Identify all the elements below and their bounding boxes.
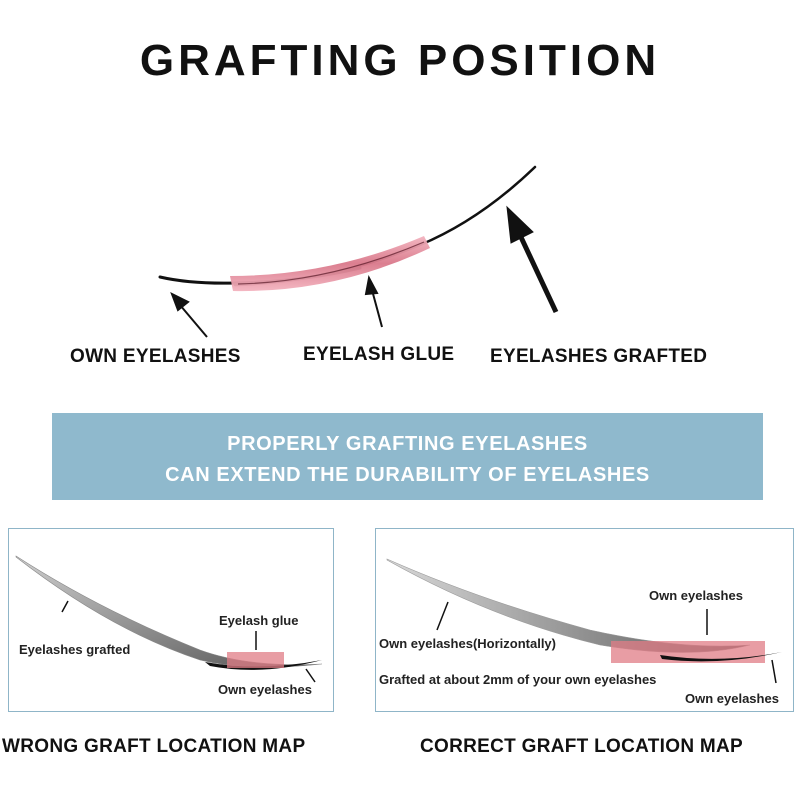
arrow-glue xyxy=(364,275,383,328)
label-own-eyelashes: OWN EYELASHES xyxy=(70,346,241,367)
wrong-label-grafted: Eyelashes grafted xyxy=(19,642,131,657)
glue-band xyxy=(230,236,430,292)
correct-own-lash xyxy=(660,652,782,662)
wrong-label-glue: Eyelash glue xyxy=(219,613,299,628)
correct-label-own-bottom: Own eyelashes xyxy=(685,691,779,706)
wrong-grafted-lash xyxy=(15,555,323,668)
page-title: GRAFTING POSITION xyxy=(139,36,661,85)
wrong-caption: WRONG GRAFT LOCATION MAP xyxy=(2,736,306,757)
correct-caption: CORRECT GRAFT LOCATION MAP xyxy=(420,736,744,757)
correct-label-horizontal: Own eyelashes(Horizontally) xyxy=(379,636,556,651)
banner-line-1: PROPERLY GRAFTING EYELASHES xyxy=(227,433,588,455)
wrong-glue-box xyxy=(227,652,284,668)
correct-graft-panel xyxy=(375,528,794,712)
arrow-grafted xyxy=(506,205,559,314)
correct-label-own-top: Own eyelashes xyxy=(649,588,743,603)
wrong-label-own: Own eyelashes xyxy=(218,682,312,697)
banner-line-2: CAN EXTEND THE DURABILITY OF EYELASHES xyxy=(165,464,650,486)
label-eyelashes-grafted: EYELASHES GRAFTED xyxy=(490,346,708,367)
correct-label-grafted-at: Grafted at about 2mm of your own eyelash… xyxy=(379,672,657,687)
arrow-own xyxy=(170,291,208,338)
correct-glue-box xyxy=(611,641,765,663)
info-banner: PROPERLY GRAFTING EYELASHES CAN EXTEND T… xyxy=(52,413,763,500)
wrong-graft-panel xyxy=(8,528,334,712)
label-eyelash-glue: EYELASH GLUE xyxy=(303,344,455,365)
